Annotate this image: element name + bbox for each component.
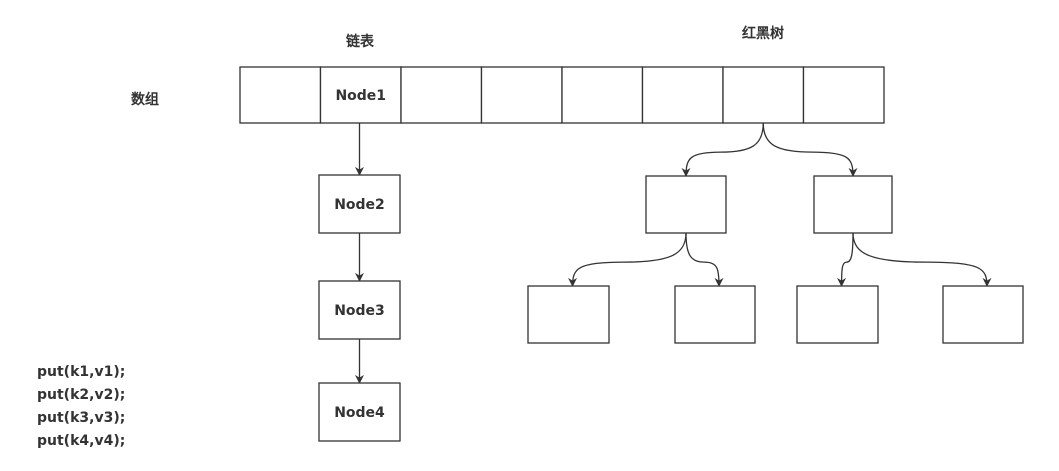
array-cell: [319, 66, 402, 124]
tree-edge: [837, 232, 854, 287]
array-cell: [480, 66, 563, 124]
red-black-tree-label: 红黑树: [742, 25, 784, 42]
linked-list-label: 链表: [346, 33, 375, 50]
code-line: put(k3,v3);: [37, 410, 125, 426]
tree-edge: [681, 122, 764, 177]
list-node-label: Node4: [334, 405, 385, 421]
array-cell: [400, 66, 483, 124]
tree-edge: [568, 232, 687, 287]
array-cell: [802, 66, 885, 124]
red-black-tree: [527, 122, 1024, 344]
tree-edge: [685, 232, 724, 287]
tree-leaf-node: [942, 285, 1024, 344]
tree-node: [645, 175, 727, 234]
tree-leaf-node: [527, 285, 610, 344]
list-node: [318, 280, 401, 340]
list-node-label: Node2: [334, 197, 385, 213]
code-line: put(k2,v2);: [37, 387, 125, 403]
array-cell: [722, 66, 805, 124]
array-cell: [561, 66, 644, 124]
array-label: 数组: [131, 91, 159, 108]
array-cell: [239, 66, 322, 124]
list-node: [318, 382, 401, 442]
bucket-array: Node1: [239, 66, 885, 124]
tree-leaf-node: [674, 285, 756, 344]
array-cell: [641, 66, 724, 124]
code-line: put(k4,v4);: [37, 433, 125, 449]
list-node: [318, 174, 401, 234]
array-cell-label: Node1: [335, 88, 386, 104]
list-node-label: Node3: [334, 303, 385, 319]
tree-node: [813, 175, 893, 234]
tree-leaf-node: [796, 285, 879, 344]
tree-edge: [852, 232, 992, 287]
tree-edge: [762, 122, 858, 177]
code-line: put(k1,v1);: [37, 364, 125, 380]
put-calls: put(k1,v1); put(k2,v2); put(k3,v3); put(k4,…: [37, 364, 125, 449]
